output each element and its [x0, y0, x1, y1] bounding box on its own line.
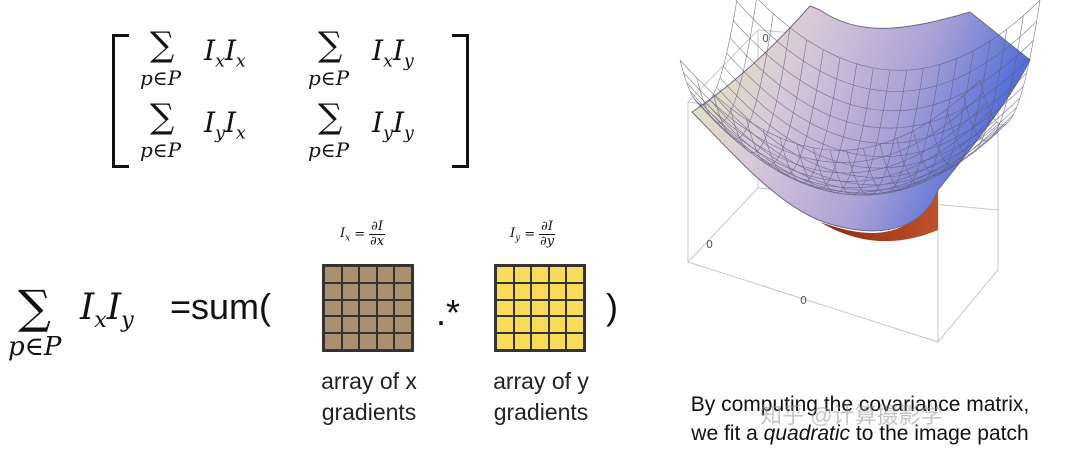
grid-cell	[341, 299, 360, 317]
x-derivative-formula: Ix = ∂I∂x	[340, 219, 385, 249]
sum-symbol: ∑	[150, 97, 175, 137]
surface-underside	[820, 190, 938, 242]
sum-subscript: p∈P	[308, 66, 350, 90]
grid-cell	[566, 299, 584, 317]
grid-cell	[341, 333, 360, 350]
surface-top	[691, 5, 1031, 232]
matrix-term: IxIx	[204, 34, 246, 72]
formula-sum-subscript: p∈P	[8, 332, 62, 362]
grid-cell	[394, 266, 412, 283]
mesh-line	[689, 90, 991, 182]
grid-cell	[324, 282, 342, 300]
mesh-line	[683, 72, 984, 164]
quadratic-surface-plot: 0 0 0	[679, 0, 1041, 343]
grid-cell	[548, 299, 567, 317]
grid-cell	[566, 282, 584, 300]
x-gradient-array	[322, 264, 414, 352]
caption-line-1: By computing the covariance matrix,	[690, 393, 1030, 416]
matrix-term: IyIx	[204, 106, 246, 144]
grid-cell	[394, 299, 412, 317]
grid-cell	[513, 333, 532, 350]
grid-cell	[394, 333, 412, 350]
surface-mesh	[679, 0, 1041, 196]
axis-tick-left: 0	[706, 238, 713, 251]
grid-cell	[496, 316, 514, 334]
grid-cell	[513, 266, 532, 283]
grid-cell	[531, 282, 549, 300]
grid-cell	[531, 266, 549, 283]
caption-line-2: we fit a quadratic to the image patch	[691, 422, 1029, 445]
formula-term: IxIy	[80, 287, 134, 334]
grid-cell	[531, 333, 549, 350]
sum-subscript: p∈P	[140, 138, 182, 162]
grid-cell	[531, 316, 549, 334]
grid-cell	[566, 333, 584, 350]
y-gradient-array	[494, 264, 586, 352]
grid-cell	[341, 266, 360, 283]
matrix-cell-yx: ∑ p∈P IyIx	[138, 100, 308, 166]
mesh-line	[679, 59, 981, 151]
grid-cell	[394, 282, 412, 300]
mesh-line	[686, 82, 987, 174]
grid-cell	[548, 316, 567, 334]
plot-caption: By computing the covariance matrix, we f…	[640, 390, 1080, 448]
matrix-term: IxIy	[372, 34, 414, 72]
grid-cell	[531, 299, 549, 317]
formula-close-paren: )	[606, 286, 618, 327]
grid-cell	[376, 333, 395, 350]
sum-symbol: ∑	[150, 25, 175, 65]
axis-tick-top: 0	[762, 32, 769, 45]
formula-sum-symbol: ∑	[18, 280, 51, 334]
matrix-left-bracket	[112, 34, 129, 168]
grid-cell	[566, 316, 584, 334]
grid-cell	[496, 266, 514, 283]
matrix-cell-yy: ∑ p∈P IyIy	[306, 100, 476, 166]
grid-cell	[496, 333, 514, 350]
mesh-line	[946, 29, 1007, 155]
matrix-term: IyIy	[372, 106, 414, 144]
grid-cell	[359, 299, 377, 317]
grid-cell	[496, 299, 514, 317]
matrix-cell-xy: ∑ p∈P IxIy	[306, 28, 476, 94]
grid-cell	[566, 266, 584, 283]
grid-cell	[359, 333, 377, 350]
grid-cell	[324, 266, 342, 283]
grid-cell	[376, 299, 395, 317]
grid-cell	[513, 316, 532, 334]
grid-cell	[359, 316, 377, 334]
grid-cell	[376, 316, 395, 334]
grid-cell	[324, 299, 342, 317]
grid-cell	[548, 282, 567, 300]
watermark: 知乎 @计算摄影学	[760, 403, 943, 428]
mesh-line	[979, 0, 1041, 126]
grid-cell	[394, 316, 412, 334]
grid-cell	[324, 333, 342, 350]
grid-cell	[359, 282, 377, 300]
grid-cell	[359, 266, 377, 283]
formula-elementwise-multiply: .*	[436, 292, 461, 333]
grid-cell	[341, 316, 360, 334]
formula-equals-sum: =sum(	[170, 286, 272, 327]
grid-cell	[376, 266, 395, 283]
grid-cell	[324, 316, 342, 334]
grid-cell	[513, 299, 532, 317]
sum-subscript: p∈P	[308, 138, 350, 162]
mesh-line	[963, 15, 1024, 142]
grid-cell	[496, 282, 514, 300]
grid-cell	[513, 282, 532, 300]
sum-symbol: ∑	[318, 25, 343, 65]
axis-tick-bottom: 0	[800, 294, 807, 307]
y-derivative-formula: Iy = ∂I∂y	[510, 219, 555, 249]
matrix-right-bracket	[452, 34, 469, 168]
sum-symbol: ∑	[318, 97, 343, 137]
grid-cell	[376, 282, 395, 300]
sum-subscript: p∈P	[140, 66, 182, 90]
grid-cell	[548, 266, 567, 283]
grid-cell	[548, 333, 567, 350]
matrix-cell-xx: ∑ p∈P IxIx	[138, 28, 308, 94]
grid-cell	[341, 282, 360, 300]
